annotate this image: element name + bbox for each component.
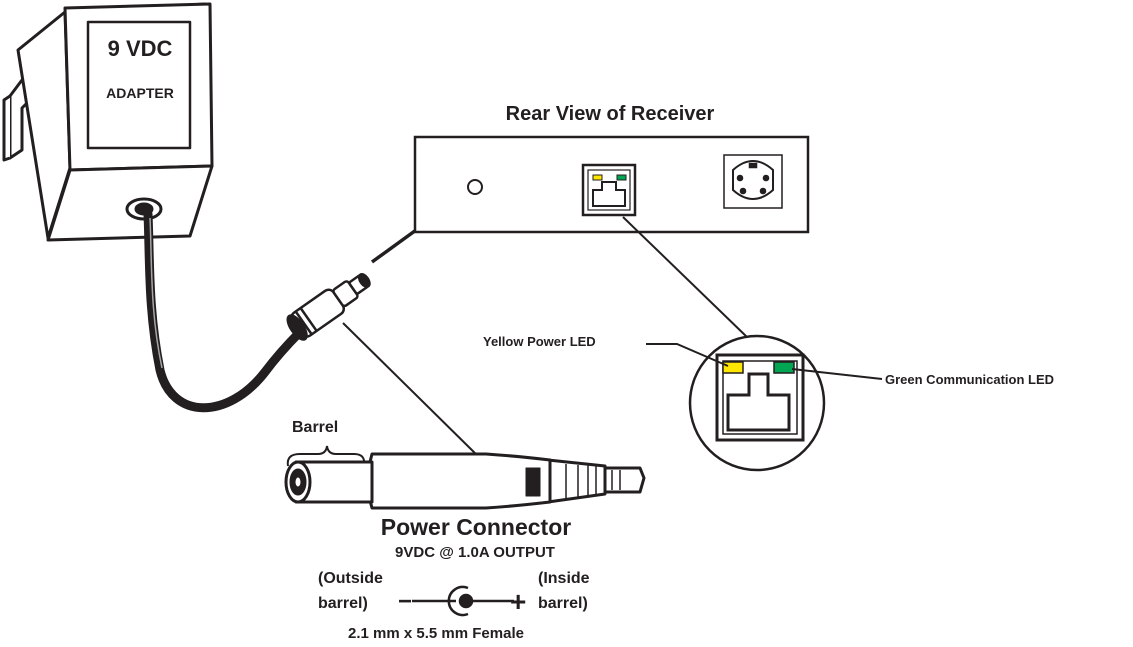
rj45-magnified-view [688, 334, 826, 472]
power-cord [143, 209, 305, 413]
rj45-port-icon [581, 163, 637, 217]
comm-led-label: Green Communication LED [885, 372, 1054, 387]
power-connector-icon [284, 452, 646, 510]
barrel-brace [286, 445, 366, 467]
barrel-label: Barrel [292, 419, 338, 436]
comm-led-leader [791, 368, 883, 380]
mini-din-port-icon [723, 154, 783, 209]
connector-output-label: 9VDC @ 1.0A OUTPUT [395, 544, 555, 561]
negative-symbol: − [398, 588, 412, 615]
power-led-leader [646, 343, 729, 367]
outside-barrel-label-1: (Outside [318, 570, 383, 587]
receiver-title: Rear View of Receiver [506, 103, 715, 125]
comm-led [773, 361, 795, 374]
power-led [722, 361, 744, 374]
power-jack-icon [467, 179, 483, 195]
connector-title: Power Connector [381, 514, 571, 540]
connector-leader-line [342, 322, 484, 462]
positive-symbol: + [510, 586, 526, 617]
power-led-label: Yellow Power LED [483, 334, 596, 349]
adapter-voltage-label: 9 VDC [108, 36, 173, 61]
inside-barrel-label-1: (Inside [538, 570, 590, 587]
inside-barrel-label-2: barrel) [538, 595, 588, 612]
cord-plug [286, 273, 371, 341]
ac-adapter [2, 2, 214, 242]
magnify-leader-line [622, 216, 749, 339]
adapter-type-label: ADAPTER [106, 85, 174, 101]
small-comm-led [616, 174, 627, 181]
connector-size-label: 2.1 mm x 5.5 mm Female [348, 625, 524, 642]
polarity-symbol-icon [412, 585, 514, 617]
outside-barrel-label-2: barrel) [318, 595, 368, 612]
adapter-label-frame [86, 20, 192, 150]
small-power-led [592, 174, 603, 181]
